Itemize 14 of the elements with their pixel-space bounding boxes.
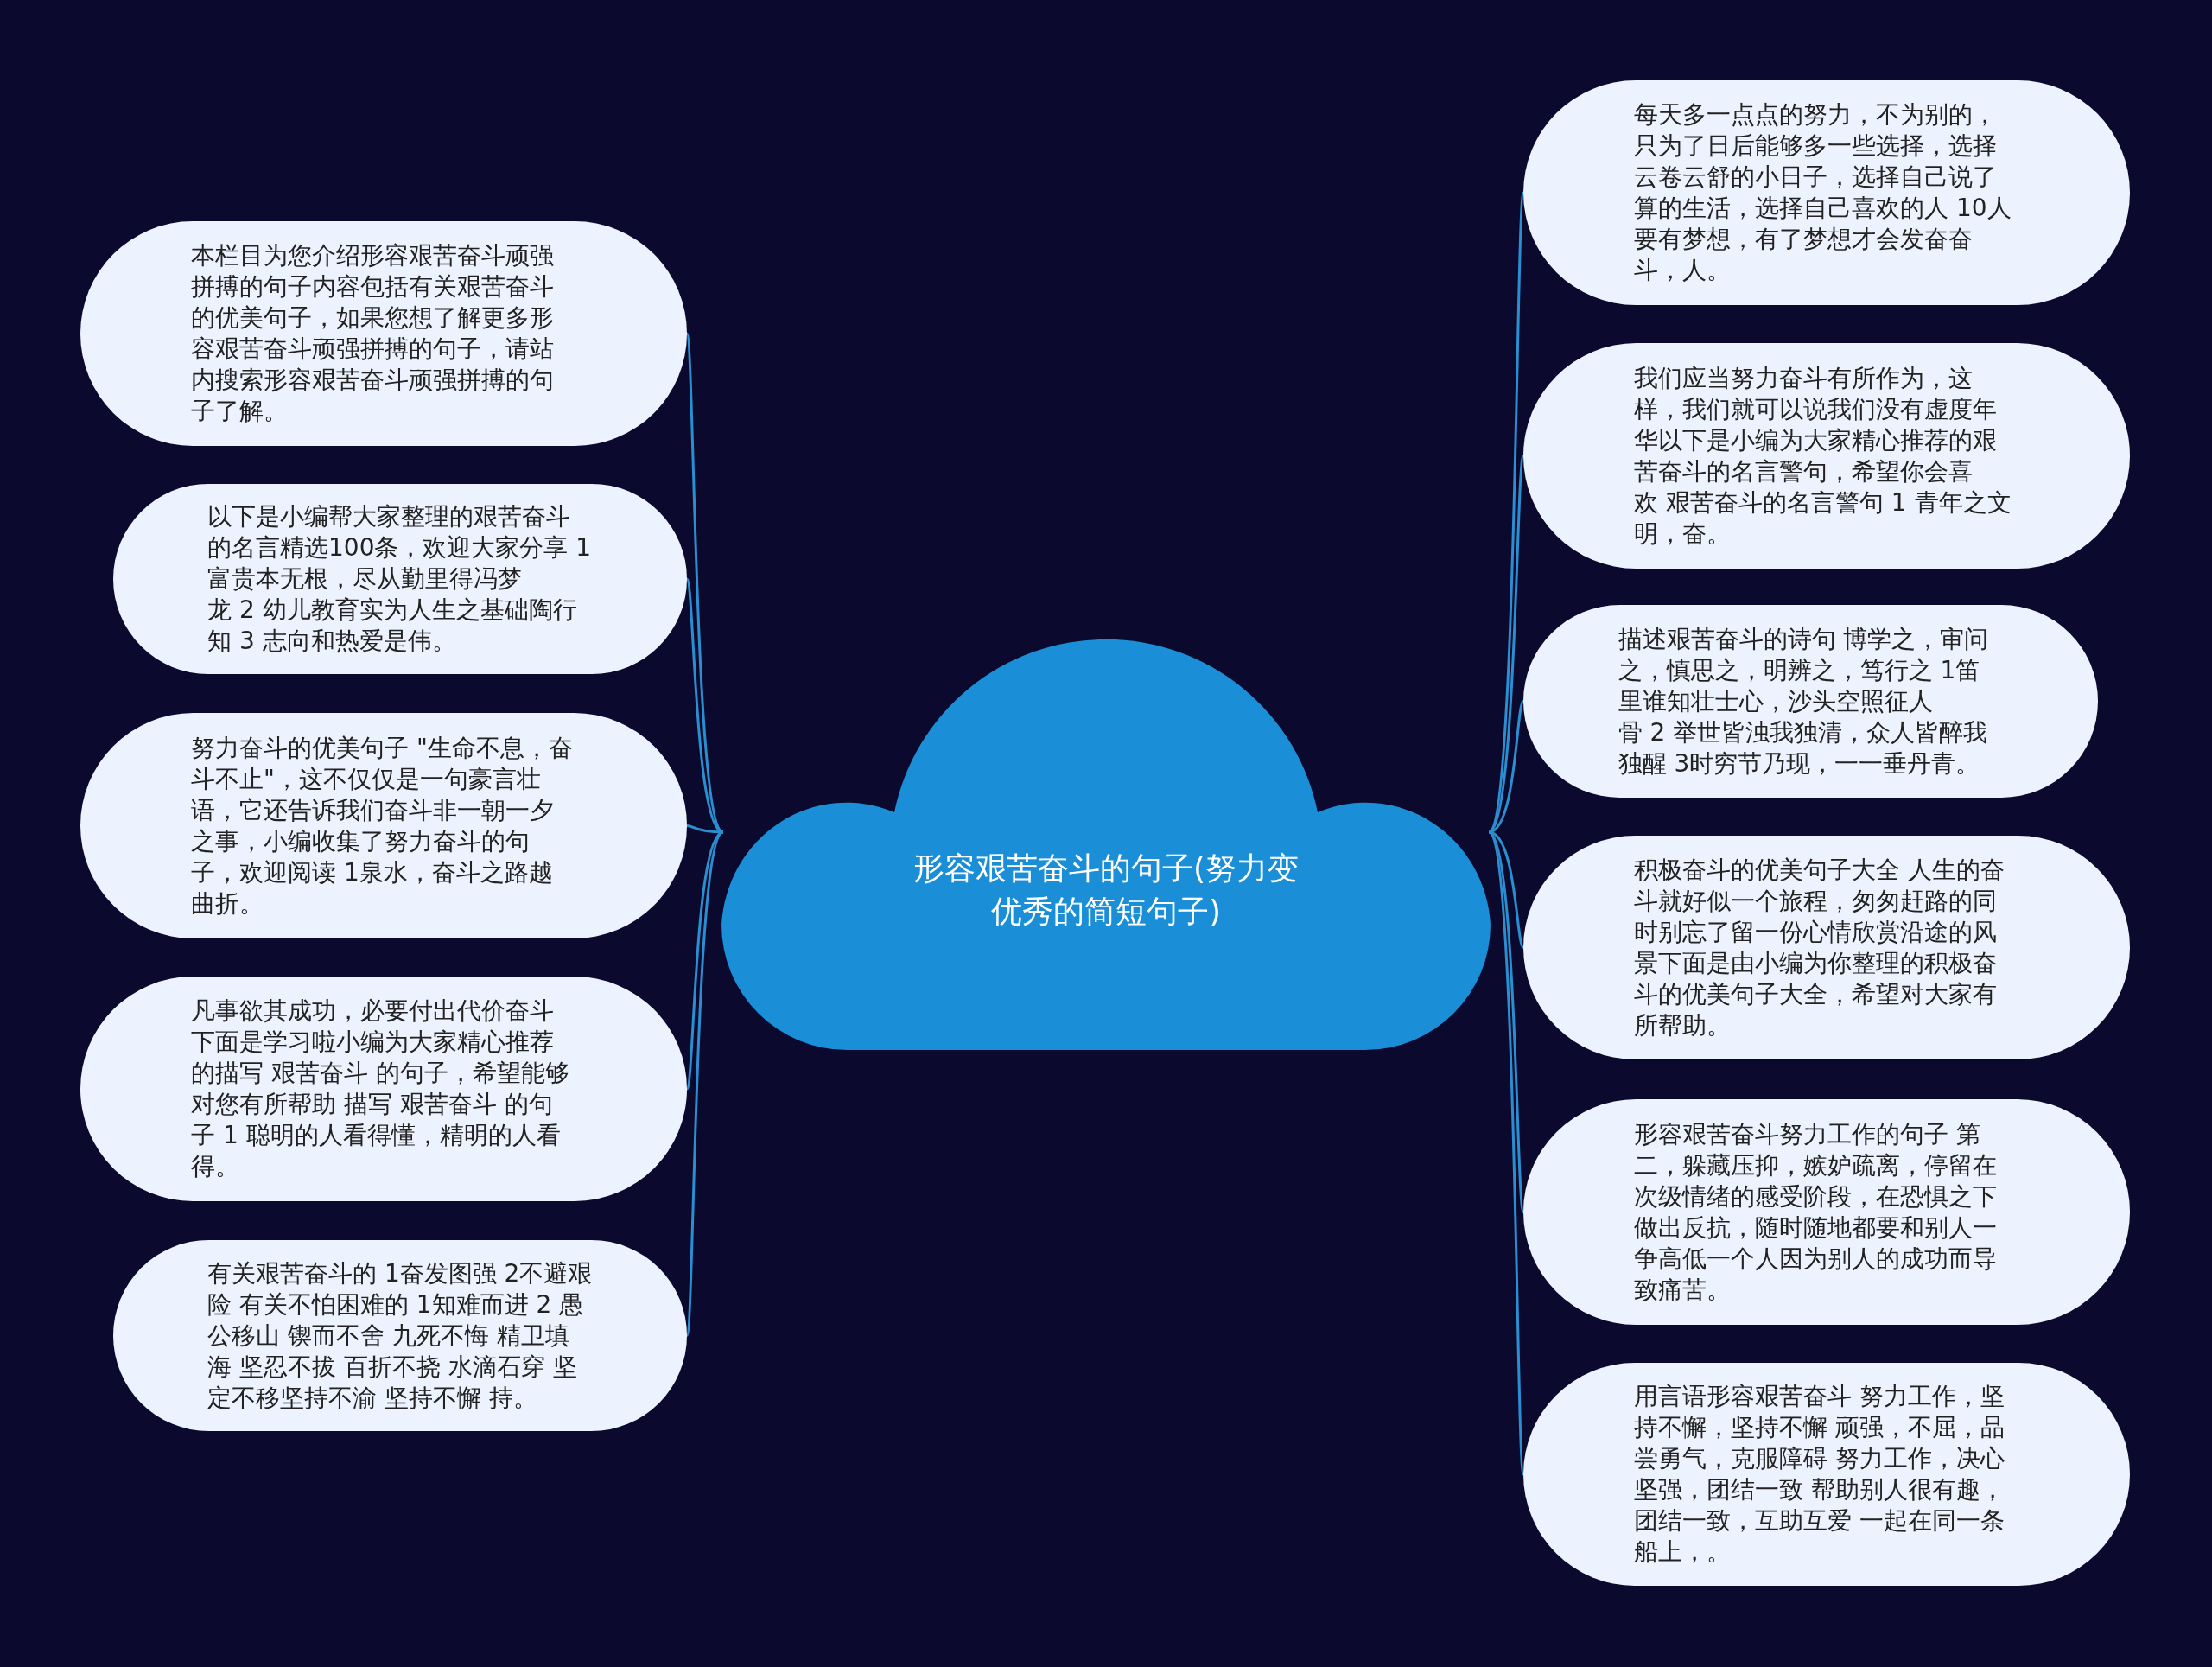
connector-line — [685, 831, 725, 1336]
rounded-text-box: 积极奋斗的优美句子大全 人生的奋斗就好似一个旅程，匆匆赶路的同时别忘了留一份心情欣赏沿途的风景下面是由小编为你整理的积极奋斗的优美句子大全，希望对大家有所帮助。 — [1523, 836, 2130, 1059]
rounded-text-box: 描述艰苦奋斗的诗句 博学之，审问之，慎思之，明辨之，笃行之 1笛里谁知壮士心，沙头空照征人骨 2 举世皆浊我独清，众人皆醉我独醒 3时穷节乃现，一一垂丹青。 — [1523, 605, 2098, 798]
rounded-text-box: 本栏目为您介绍形容艰苦奋斗顽强拼搏的句子内容包括有关艰苦奋斗的优美句子，如果您想了解更多形容艰苦奋斗顽强拼搏的句子，请站内搜索形容艰苦奋斗顽强拼搏的句子了解。 — [80, 221, 687, 446]
rounded-text-box: 以下是小编帮大家整理的艰苦奋斗的名言精选100条，欢迎大家分享 1富贵本无根，尽从勤里得冯梦龙 2 幼儿教育实为人生之基础陶行知 3 志向和热爱是伟。 — [113, 484, 687, 674]
rounded-text-box: 努力奋斗的优美句子 "生命不息，奋斗不止"，这不仅仅是一句豪言壮语，它还告诉我们奋斗非一朝一夕之事，小编收集了努力奋斗的句子，欢迎阅读 1泉水，奋斗之路越曲折。 — [80, 713, 687, 938]
rounded-text-box: 形容艰苦奋斗努力工作的句子 第二，躲藏压抑，嫉妒疏离，停留在次级情绪的感受阶段，在恐惧之下做出反抗，随时随地都要和别人一争高低一个人因为别人的成功而导致痛苦。 — [1523, 1099, 2130, 1325]
rounded-text-box: 我们应当努力奋斗有所作为，这样，我们就可以说我们没有虚度年华以下是小编为大家精心推荐的艰苦奋斗的名言警句，希望你会喜欢 艰苦奋斗的名言警句 1 青年之文明，奋。 — [1523, 343, 2130, 569]
rounded-text-box: 用言语形容艰苦奋斗 努力工作，坚持不懈，坚持不懈 顽强，不屈，品尝勇气，克服障碍 努力工作，决心坚强，团结一致 帮助别人很有趣，团结一致，互助互爱 一起在同一条船上，。 — [1523, 1363, 2130, 1586]
rounded-text-box: 有关艰苦奋斗的 1奋发图强 2不避艰险 有关不怕困难的 1知难而进 2 愚公移山 锲而不舍 九死不悔 精卫填海 坚忍不拔 百折不挠 水滴石穿 坚定不移坚持不渝 坚持不懈 持。 — [113, 1240, 687, 1431]
connector-line — [1487, 831, 1525, 1475]
rounded-text-box: 每天多一点点的努力，不为别的，只为了日后能够多一些选择，选择云卷云舒的小日子，选择自己说了算的生活，选择自己喜欢的人 10人要有梦想，有了梦想才会发奋奋斗，人。 — [1523, 80, 2130, 305]
central-topic-text: 形容艰苦奋斗的句子(努力变优秀的简短句子) — [912, 849, 1300, 931]
rounded-text-box: 凡事欲其成功，必要付出代价奋斗下面是学习啦小编为大家精心推荐的描写 艰苦奋斗 的句子，希望能够对您有所帮助 描写 艰苦奋斗 的句子 1 聪明的人看得懂，精明的人看得。 — [80, 977, 687, 1201]
